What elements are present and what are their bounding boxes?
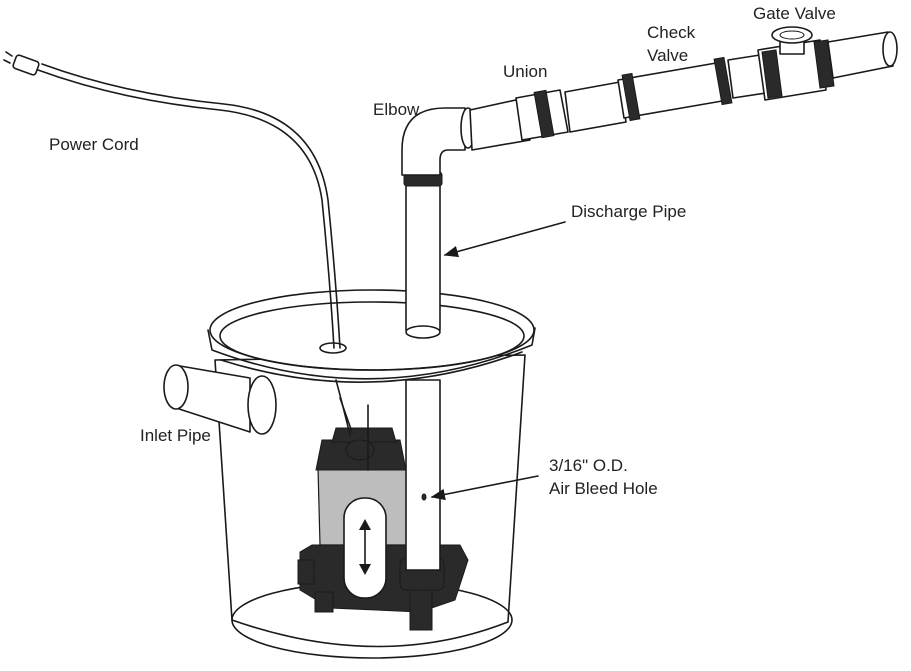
label-union: Union bbox=[503, 62, 547, 81]
submersible-pump bbox=[297, 397, 469, 631]
leader-lines bbox=[430, 221, 566, 501]
label-air-bleed-line2: Air Bleed Hole bbox=[549, 479, 658, 498]
label-gate-valve: Gate Valve bbox=[753, 4, 836, 23]
inlet-pipe bbox=[163, 364, 277, 435]
label-power-cord: Power Cord bbox=[49, 135, 139, 154]
label-inlet-pipe: Inlet Pipe bbox=[140, 426, 211, 445]
label-check-valve-line2: Valve bbox=[647, 46, 688, 65]
air-bleed-hole bbox=[421, 493, 427, 501]
discharge-pipe-leader bbox=[443, 221, 566, 258]
labels: Gate Valve Check Valve Union Elbow Power… bbox=[49, 4, 836, 498]
air-bleed-leader bbox=[430, 475, 539, 501]
label-check-valve-line1: Check bbox=[647, 23, 696, 42]
power-cord bbox=[3, 51, 351, 436]
label-elbow: Elbow bbox=[373, 100, 420, 119]
label-discharge-pipe: Discharge Pipe bbox=[571, 202, 686, 221]
discharge-pipe-graphic bbox=[403, 171, 443, 571]
horizontal-discharge-run bbox=[469, 26, 898, 151]
label-air-bleed-line1: 3/16" O.D. bbox=[549, 456, 628, 475]
gate-valve bbox=[757, 26, 835, 101]
